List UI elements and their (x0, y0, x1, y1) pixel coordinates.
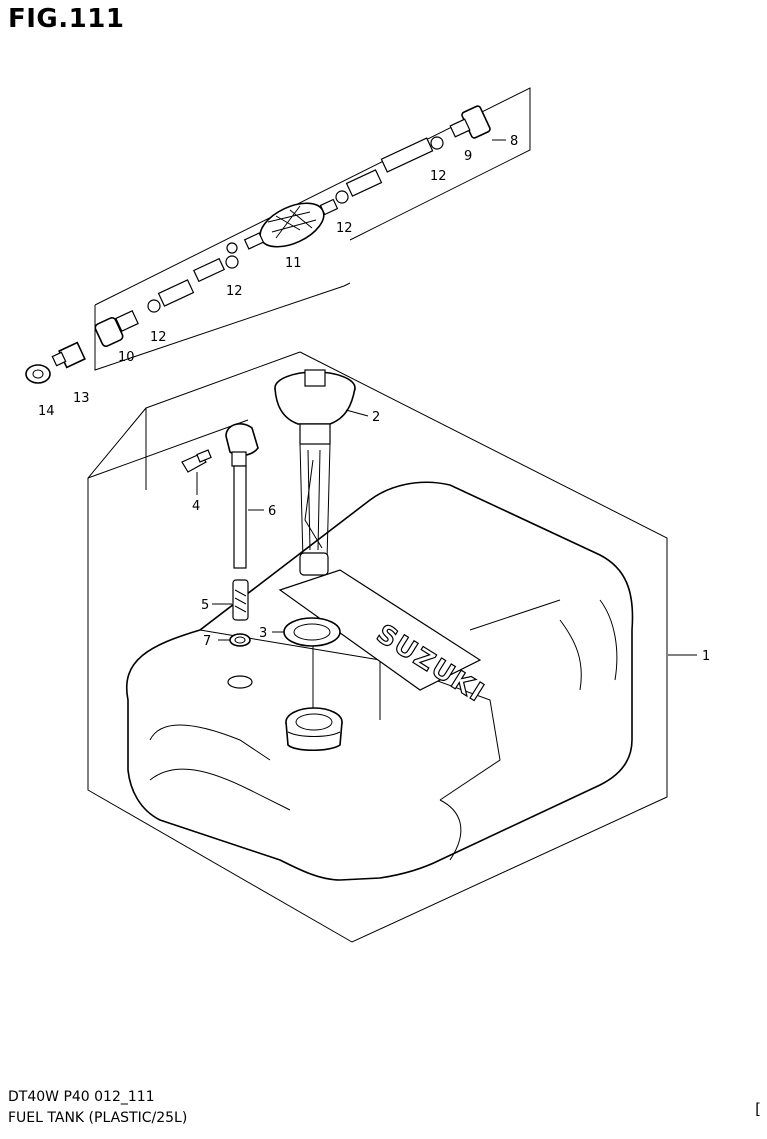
callout-10: 10 (118, 350, 135, 365)
footer-diagram-description: FUEL TANK (PLASTIC/25L) (8, 1110, 188, 1126)
callout-12: 12 (336, 221, 353, 236)
callout-2: 2 (372, 410, 380, 425)
fuel-gauge-part-2 (274, 369, 356, 576)
callout-9: 9 (464, 149, 472, 164)
corner-mark: [ (755, 1100, 761, 1118)
callout-8: 8 (510, 134, 518, 149)
figure-title: FIG.111 (8, 4, 125, 34)
hose-clip-part-12 (147, 136, 444, 313)
fuel-tank-body (125, 481, 634, 881)
callout-14: 14 (38, 404, 55, 419)
pipe-part-6 (225, 423, 259, 569)
leader-lines (196, 139, 697, 656)
callout-4: 4 (192, 499, 200, 514)
callout-6: 6 (268, 504, 276, 519)
callout-5: 5 (201, 598, 209, 613)
primer-bulb-part-11 (243, 198, 339, 250)
cap-part-14 (25, 364, 51, 384)
o-ring-part-7 (229, 633, 251, 647)
fuel-tank-exploded-diagram: 1 2 3 4 5 6 7 8 9 10 11 12 12 12 12 13 1… (25, 87, 710, 943)
callout-12: 12 (226, 284, 243, 299)
callout-3: 3 (259, 626, 267, 641)
hose-segments (157, 137, 434, 307)
callout-7: 7 (203, 634, 211, 649)
callout-12: 12 (150, 330, 167, 345)
footer-diagram-code: DT40W P40 012_111 (8, 1089, 155, 1105)
nipple-part-4 (181, 449, 212, 473)
connector-part-10 (94, 310, 139, 348)
connector-part-13 (51, 341, 86, 369)
callout-12: 12 (430, 169, 447, 184)
connector-part-9 (449, 105, 491, 139)
callout-11: 11 (285, 256, 302, 271)
callout-13: 13 (73, 391, 90, 406)
filter-part-5 (232, 579, 249, 621)
fuel-tank-group-frame (87, 351, 668, 943)
callout-1: 1 (702, 649, 710, 664)
